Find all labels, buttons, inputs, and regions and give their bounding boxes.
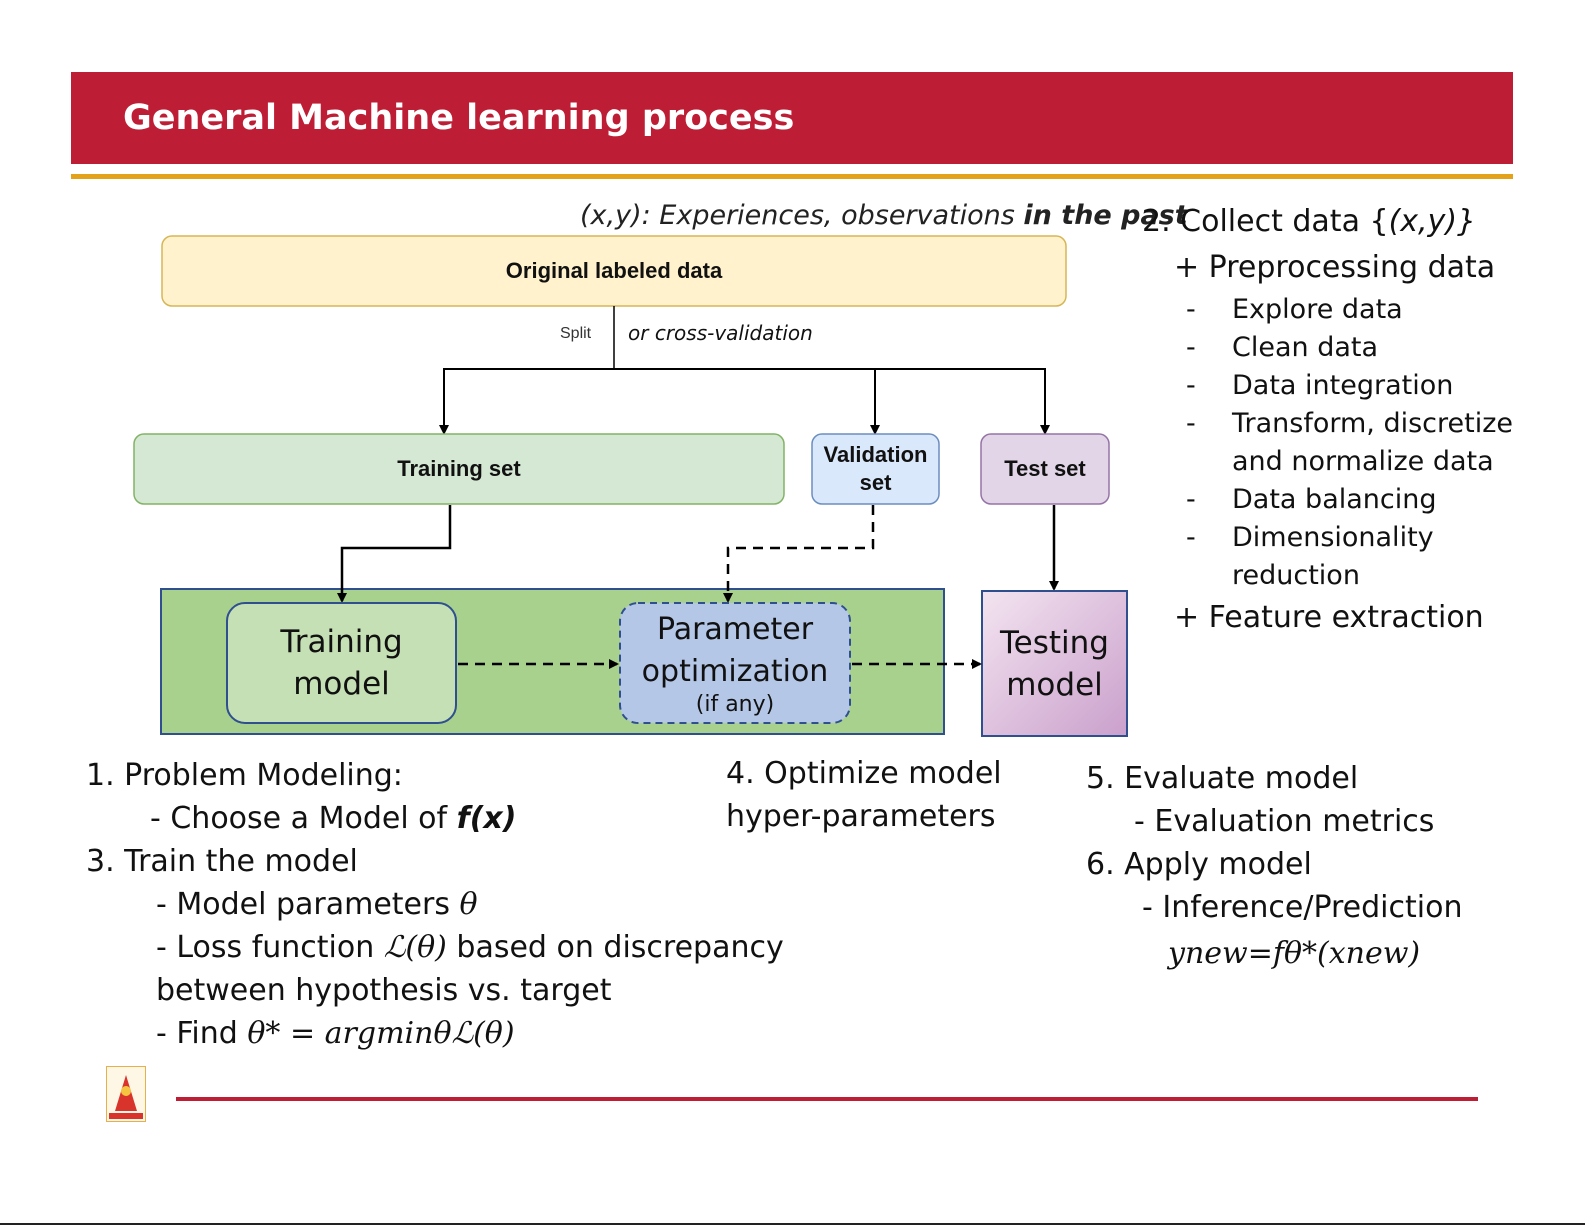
- training-model-line2: model: [293, 666, 390, 702]
- list-item: -Data balancing: [1186, 484, 1437, 515]
- arrow-validation-to-param-opt: [723, 505, 875, 603]
- find-argmin: - Find θ* = argminθℒ(θ): [156, 1016, 515, 1051]
- collect-heading-emphasis: (x,y)}: [1388, 204, 1477, 239]
- validation-line1: Validation: [823, 442, 928, 467]
- loss-line2: between hypothesis vs. target: [156, 973, 612, 1008]
- list-item: -Dimensionality: [1186, 522, 1434, 553]
- testing-model-box: [981, 590, 1128, 737]
- optimize-line2: hyper-parameters: [726, 799, 996, 834]
- data-caption: (x,y): Experiences, observations in the …: [580, 200, 1188, 231]
- apply-model: 6. Apply model: [1086, 847, 1312, 882]
- training-model-box: [226, 602, 457, 724]
- param-opt-line3: (if any): [695, 692, 775, 717]
- train-model-heading: 3. Train the model: [86, 844, 358, 879]
- list-item: -Explore data: [1186, 294, 1403, 325]
- preprocessing-heading: + Preprocessing data: [1174, 250, 1496, 285]
- argmin-formula: θ* = argminθℒ(θ): [247, 1016, 515, 1051]
- problem-modeling: 1. Problem Modeling:: [86, 758, 403, 793]
- collect-heading-prefix: 2. Collect data {: [1142, 204, 1389, 239]
- theta-symbol: θ: [459, 887, 478, 922]
- split-bracket: [443, 368, 1046, 433]
- list-item: and normalize data: [1232, 446, 1494, 477]
- page-title: General Machine learning process: [123, 98, 795, 138]
- loss-symbol: ℒ(θ): [383, 930, 447, 965]
- fx-emphasis: f(x): [456, 801, 517, 836]
- preprocessing-list: -Explore data -Clean data -Data integrat…: [1186, 291, 1513, 595]
- cross-validation-label: or cross-validation: [628, 321, 813, 345]
- collect-data-heading: 2. Collect data {(x,y)}: [1142, 200, 1476, 243]
- inference-prediction: - Inference/Prediction: [1142, 890, 1463, 925]
- split-label: Split: [560, 325, 592, 342]
- training-model-label: Training model: [227, 603, 456, 723]
- param-opt-box: [619, 602, 851, 724]
- footer-line: [176, 1097, 1478, 1101]
- validation-set-box: [811, 433, 940, 505]
- test-set-label: Test set: [1004, 456, 1086, 481]
- model-parameters: - Model parameters θ: [156, 887, 478, 922]
- training-set-label: Training set: [397, 456, 521, 481]
- evaluation-metrics: - Evaluation metrics: [1134, 804, 1435, 839]
- university-logo: [106, 1066, 146, 1122]
- param-opt-label: Parameter optimization (if any): [620, 603, 850, 723]
- param-opt-line1: Parameter: [656, 612, 814, 647]
- caption-prefix: (x,y): Experiences, observations: [580, 200, 1024, 231]
- title-underline: [71, 174, 1513, 179]
- caption-emphasis: in the past: [1023, 200, 1188, 231]
- logo-icon: [107, 1067, 145, 1121]
- testing-model-line1: Testing: [1000, 624, 1109, 661]
- testing-model-label: Testing model: [982, 591, 1127, 736]
- training-set-box: [133, 433, 785, 505]
- validation-set-label: Validation set: [812, 434, 939, 504]
- list-item: -Transform, discretize: [1186, 408, 1514, 439]
- title-bar: General Machine learning process: [71, 72, 1513, 164]
- training-model-line1: Training: [280, 624, 403, 660]
- list-item: -Clean data: [1186, 332, 1379, 363]
- evaluate-model: 5. Evaluate model: [1086, 761, 1359, 796]
- testing-model-line2: model: [1006, 666, 1103, 703]
- bottom-rule: [0, 1223, 1585, 1225]
- validation-line2: set: [859, 470, 892, 495]
- list-item: reduction: [1232, 560, 1360, 591]
- test-set-box: [980, 433, 1110, 505]
- list-item: -Data integration: [1186, 370, 1454, 401]
- optimize-line1: 4. Optimize model: [726, 756, 1002, 791]
- loss-function: - Loss function ℒ(θ) based on discrepanc…: [156, 930, 784, 965]
- feature-extraction: + Feature extraction: [1174, 600, 1484, 635]
- arrow-training-set-to-model: [337, 505, 452, 603]
- param-opt-line2: optimization: [641, 654, 829, 689]
- original-data-label: Original labeled data: [505, 258, 723, 283]
- prediction-formula: ynew=fθ*(xnew): [1168, 936, 1421, 971]
- choose-model: - Choose a Model of f(x): [150, 801, 517, 836]
